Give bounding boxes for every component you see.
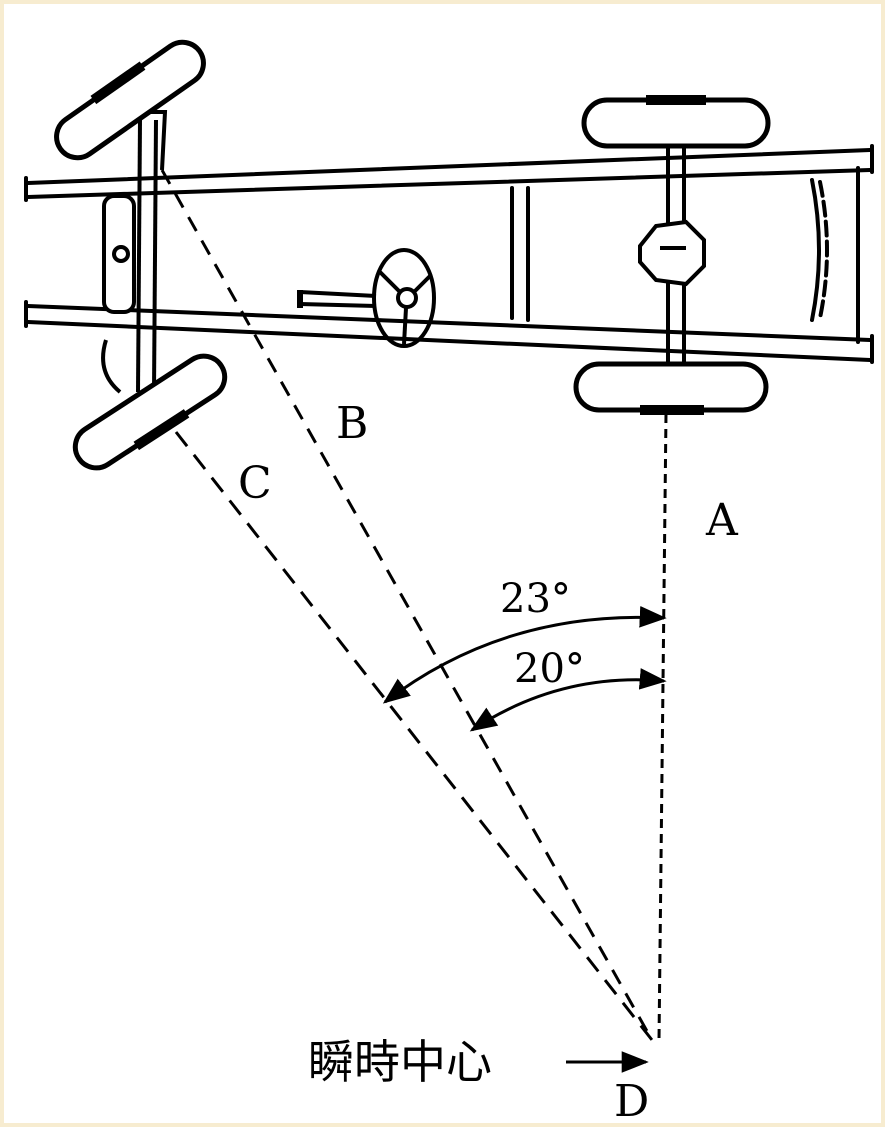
label-a: A [705, 495, 739, 546]
label-c: C [238, 458, 272, 509]
front-axle [101, 110, 168, 394]
label-d: D [614, 1076, 649, 1123]
line-a [657, 413, 668, 1041]
instant-center-label: 瞬時中心 [308, 1035, 492, 1089]
rear-axle [638, 128, 706, 380]
line-b [160, 169, 654, 1041]
rear-right-wheel [573, 361, 769, 415]
angle-arcs [382, 605, 667, 732]
label-b: B [336, 398, 368, 449]
chassis-frame [24, 144, 874, 364]
arc-23 [382, 605, 667, 704]
line-c [174, 431, 654, 1041]
arc-20 [469, 668, 667, 732]
front-right-wheel [72, 353, 228, 471]
rear-left-wheel [581, 95, 771, 149]
front-left-wheel [54, 39, 206, 161]
steering-wheel [297, 248, 436, 348]
angle-20-label: 20° [514, 646, 585, 692]
angle-23-label: 23° [500, 576, 571, 622]
ackermann-steering-diagram: B C A 23° 20° 瞬時中心 D [24, 39, 874, 1123]
turning-lines [160, 169, 668, 1041]
